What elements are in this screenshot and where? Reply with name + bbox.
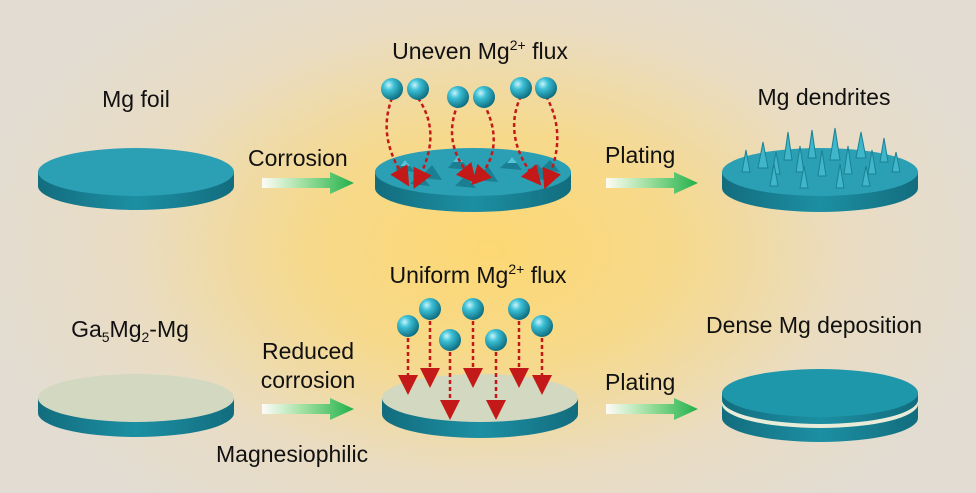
mg-dendrites-label: Mg dendrites (757, 84, 891, 110)
plating-arrow-top (606, 172, 698, 194)
dendrite-spikes (741, 127, 901, 189)
alloy-disk (38, 374, 234, 437)
mg-ions-uneven (381, 77, 557, 108)
corrosion-arrow (262, 172, 354, 194)
corrosion-label: Corrosion (248, 145, 348, 171)
uneven-flux-label: Uneven Mg2+ flux (392, 37, 568, 64)
plating-arrow-bottom (606, 398, 698, 420)
dense-deposition-label: Dense Mg deposition (705, 312, 923, 338)
reduced-corrosion-arrow (262, 398, 354, 420)
mg-foil-disk (38, 148, 234, 210)
uniform-flux-arrows (398, 321, 552, 420)
alloy-label: Ga5Mg2-Mg (71, 316, 189, 345)
plating-label-bottom: Plating (605, 369, 676, 395)
dendrite-disk (722, 127, 918, 212)
mg-ions-uniform (397, 298, 553, 351)
uniform-flux-label: Uniform Mg2+ flux (389, 261, 567, 288)
corroded-disk (375, 148, 571, 212)
reduced-corrosion-label-line2: corrosion (260, 367, 356, 393)
alloy-disk-flux (382, 374, 578, 438)
uneven-flux-arrows (385, 95, 561, 190)
reduced-corrosion-label-line1: Reduced (261, 338, 355, 364)
dense-deposition-disk (722, 369, 918, 442)
mg-foil-label: Mg foil (102, 86, 170, 112)
magnesiophilic-label: Magnesiophilic (216, 441, 369, 467)
plating-label-top: Plating (605, 142, 676, 168)
